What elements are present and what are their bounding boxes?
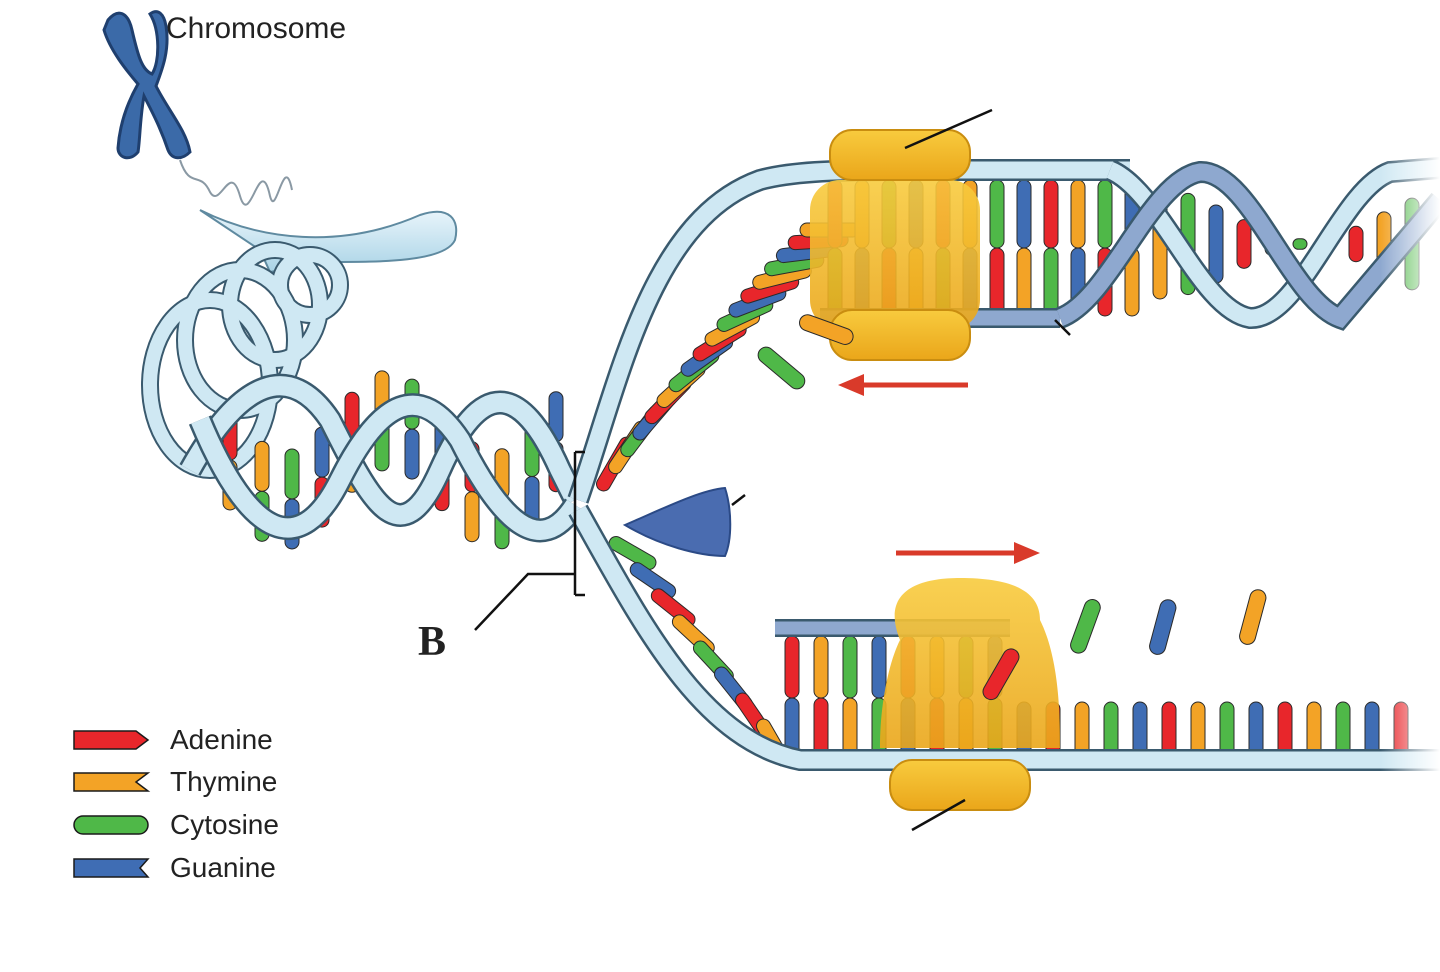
- base-pair: [1070, 599, 1101, 654]
- direction-arrow-rightward: [896, 542, 1040, 564]
- base-pair: [1097, 179, 1113, 249]
- dna-polymerase-lower: [880, 578, 1060, 811]
- legend-label: Adenine: [170, 724, 273, 755]
- base-pair: [1348, 225, 1364, 263]
- daughter-helix-upper: [1055, 157, 1440, 331]
- legend-label: Thymine: [170, 766, 278, 797]
- chromatin-thread: [179, 159, 293, 206]
- base-pair: [1208, 204, 1224, 284]
- legend-item-guanine: Guanine: [72, 850, 276, 886]
- base-pair: [1239, 589, 1267, 645]
- base-pair: [982, 648, 1020, 701]
- base-pair: [989, 179, 1005, 249]
- free-nucleotides: [757, 314, 1267, 701]
- parent-double-helix: [179, 370, 586, 550]
- base-pair: [1016, 179, 1032, 249]
- base-pair: [1043, 247, 1059, 317]
- base-pair: [1016, 247, 1032, 317]
- base-pair: [1043, 179, 1059, 249]
- adenine-swatch-icon: [73, 730, 150, 750]
- base-pair: [989, 247, 1005, 317]
- base-pair: [1292, 238, 1308, 250]
- base-pair: [784, 635, 800, 699]
- thymine-swatch-icon: [73, 772, 151, 792]
- chromosome-icon: [102, 10, 192, 160]
- base-pair: [757, 346, 806, 390]
- base-pair: [1070, 179, 1086, 249]
- base-pair: [608, 536, 657, 570]
- base-pair: [813, 635, 829, 699]
- base-pair: [799, 314, 854, 345]
- base-pair: [404, 428, 420, 480]
- helicase-icon: [622, 486, 732, 558]
- base-pair: [284, 448, 300, 500]
- legend-label: Cytosine: [170, 809, 279, 840]
- leader-lines: [474, 108, 1071, 832]
- chromosome-label: Chromosome: [166, 12, 347, 45]
- base-pair: [1149, 599, 1177, 655]
- legend-item-cytosine: Cytosine: [72, 807, 279, 843]
- legend-item-thymine: Thymine: [72, 764, 277, 800]
- direction-arrow-leftward: [838, 374, 968, 396]
- base-pair: [464, 491, 480, 543]
- legend-label: Guanine: [170, 852, 276, 883]
- cytosine-swatch-icon: [73, 815, 149, 835]
- base-pair: [629, 562, 677, 599]
- legend-item-adenine: Adenine: [72, 722, 273, 758]
- label-b: B: [418, 619, 447, 665]
- base-pair: [1236, 219, 1252, 269]
- base-pair: [254, 440, 270, 492]
- base-pair: [842, 635, 858, 699]
- base-pair: [871, 635, 887, 699]
- guanine-swatch-icon: [73, 858, 150, 878]
